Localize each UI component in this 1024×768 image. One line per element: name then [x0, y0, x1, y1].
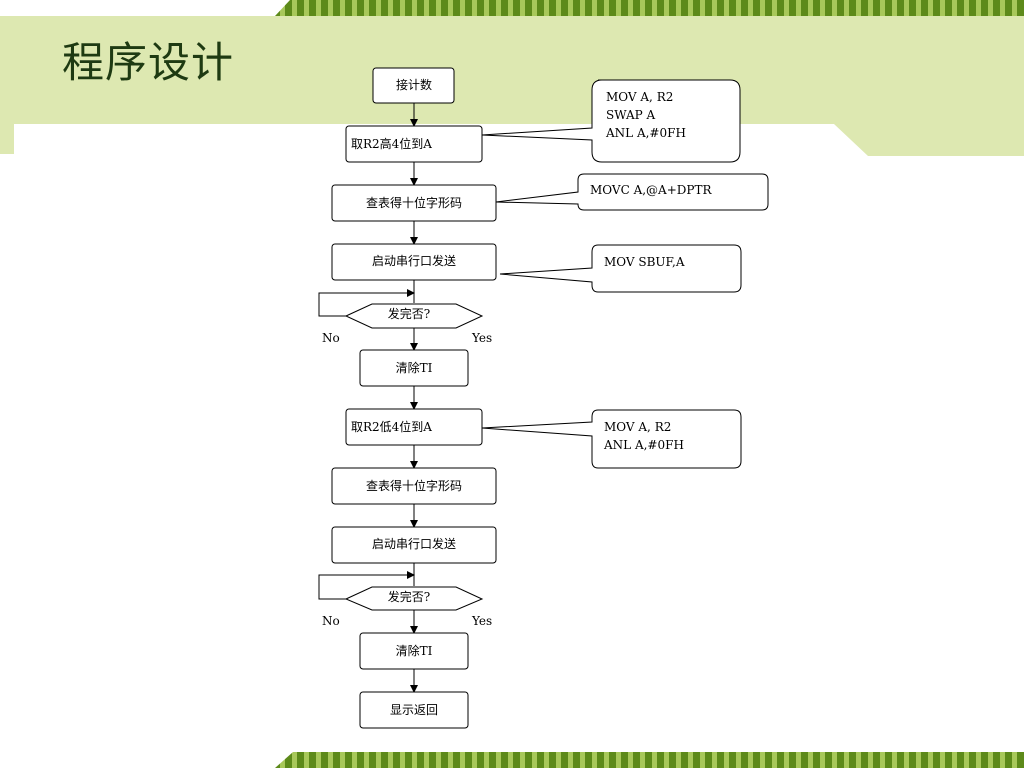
node-low-nibble	[345, 408, 483, 446]
no-loop-1	[318, 289, 415, 317]
node-send-2	[331, 526, 497, 564]
node-send-1	[331, 243, 497, 281]
flow-connectors	[318, 103, 418, 693]
callout-high-nibble	[481, 79, 741, 163]
no-loop-2	[318, 571, 415, 600]
label-check-2: 发完否?	[388, 589, 430, 604]
label-lookup-tens: 查表得十位字形码	[366, 195, 462, 210]
code-line: ANL A,#0FH	[603, 438, 684, 452]
label-display-return: 显示返回	[390, 703, 438, 717]
code-line: MOVC A,@A+DPTR	[590, 183, 712, 197]
top-stripe-band	[275, 0, 1024, 16]
label-high-nibble: 取R2高4位到A	[351, 136, 432, 151]
callout-send	[499, 244, 742, 293]
code-line: ANL A,#0FH	[605, 126, 686, 140]
branch-yes-2: Yes	[471, 614, 492, 628]
label-low-nibble: 取R2低4位到A	[351, 419, 432, 434]
callout-low-nibble	[481, 409, 742, 469]
header-band	[0, 16, 1024, 156]
node-check-2	[344, 586, 484, 611]
label-clear-ti-1: 清除TI	[396, 360, 433, 375]
branch-yes-1: Yes	[471, 331, 492, 345]
label-clear-ti-2: 清除TI	[396, 643, 433, 658]
label-send-2: 启动串行口发送	[372, 536, 456, 551]
label-lookup-units: 查表得十位字形码	[366, 478, 462, 493]
node-high-nibble	[345, 125, 483, 163]
label-start: 接计数	[396, 77, 432, 92]
code-line: MOV A, R2	[606, 90, 673, 104]
node-lookup-units	[331, 467, 497, 505]
page-title: 程序设计	[62, 38, 235, 87]
code-line: MOV SBUF,A	[604, 255, 685, 269]
node-check-1	[344, 303, 484, 329]
node-start	[372, 67, 455, 104]
callout-lookup	[495, 173, 769, 211]
node-clear-ti-2	[359, 632, 469, 670]
node-clear-ti-1	[359, 349, 469, 387]
branch-no-2: No	[322, 614, 340, 628]
bottom-stripe-band	[275, 752, 1024, 768]
node-display-return	[359, 691, 469, 729]
code-line: MOV A, R2	[604, 420, 671, 434]
label-check-1: 发完否?	[388, 306, 430, 321]
label-send-1: 启动串行口发送	[372, 253, 456, 268]
code-line: SWAP A	[606, 108, 656, 122]
branch-no-1: No	[322, 331, 340, 345]
node-lookup-tens	[331, 184, 497, 222]
